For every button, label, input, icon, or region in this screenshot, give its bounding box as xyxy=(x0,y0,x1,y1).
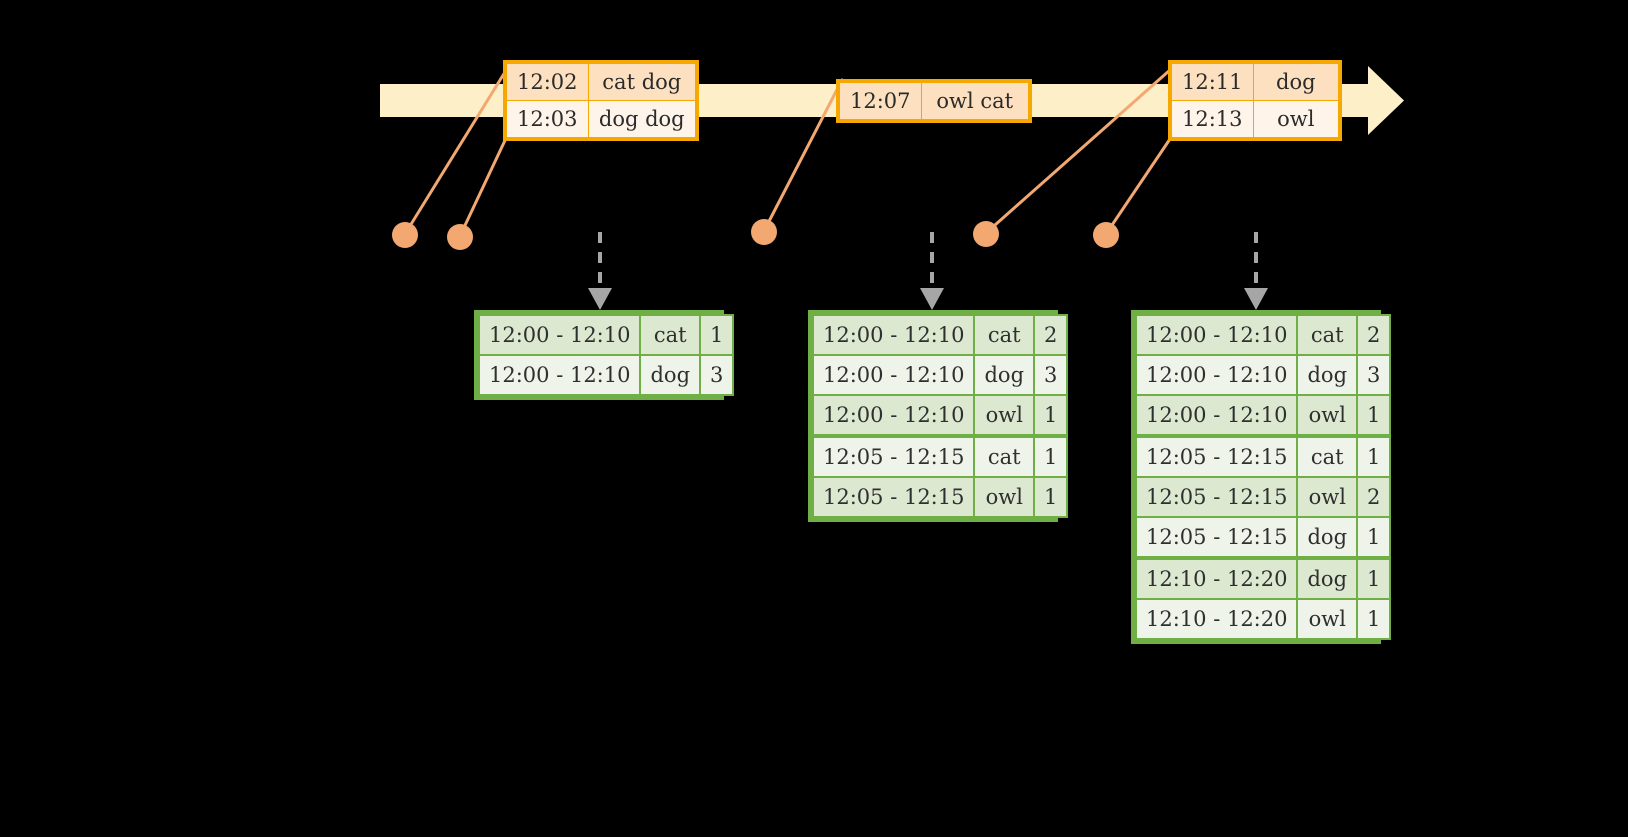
result-count: 3 xyxy=(1356,354,1392,396)
result-key: cat xyxy=(973,314,1036,356)
result-window: 12:10 - 12:20 xyxy=(1134,598,1299,640)
event-payload: owl cat xyxy=(920,82,1030,120)
result-count: 1 xyxy=(1033,394,1069,438)
result-count: 1 xyxy=(1033,476,1069,518)
connector-dot-1 xyxy=(392,222,418,248)
result-window: 12:05 - 12:15 xyxy=(1134,516,1299,560)
event-payload: cat dog xyxy=(587,63,697,101)
result-window: 12:00 - 12:10 xyxy=(811,354,976,396)
connector-dot-2 xyxy=(447,224,473,250)
result-window: 12:05 - 12:15 xyxy=(811,476,976,518)
result-window: 12:00 - 12:10 xyxy=(477,354,642,396)
table-row: 12:05 - 12:15 dog 1 xyxy=(1134,516,1392,560)
table-row: 12:00 - 12:10 dog 3 xyxy=(477,354,735,396)
result-window: 12:05 - 12:15 xyxy=(1134,435,1299,478)
event-row: 12:07 owl cat xyxy=(839,82,1030,120)
table-row: 12:05 - 12:15 owl 2 xyxy=(1134,476,1392,518)
result-count: 1 xyxy=(1356,394,1392,438)
event-time: 12:02 xyxy=(506,63,589,101)
result-key: dog xyxy=(1296,516,1359,560)
result-table-3: 12:00 - 12:10 cat 2 12:00 - 12:10 dog 3 … xyxy=(1131,310,1392,644)
result-window: 12:00 - 12:10 xyxy=(811,314,976,356)
table-row: 12:05 - 12:15 owl 1 xyxy=(811,476,1069,518)
result-key: dog xyxy=(1296,557,1359,600)
result-count: 2 xyxy=(1356,476,1392,518)
result-count: 1 xyxy=(1356,516,1392,560)
connector-dot-3 xyxy=(751,219,777,245)
result-count: 1 xyxy=(699,314,735,356)
result-count: 1 xyxy=(1356,557,1392,600)
result-count: 1 xyxy=(1356,598,1392,640)
result-count: 3 xyxy=(1033,354,1069,396)
table-row: 12:00 - 12:10 owl 1 xyxy=(1134,394,1392,438)
result-count: 3 xyxy=(699,354,735,396)
result-key: owl xyxy=(973,476,1036,518)
result-window: 12:00 - 12:10 xyxy=(1134,394,1299,438)
event-table-3: 12:11 dog 12:13 owl xyxy=(1168,60,1342,141)
result-arrows xyxy=(588,232,1268,310)
result-key: dog xyxy=(973,354,1036,396)
result-count: 1 xyxy=(1356,435,1392,478)
result-window: 12:00 - 12:10 xyxy=(477,314,642,356)
event-time: 12:07 xyxy=(839,82,922,120)
result-window: 12:05 - 12:15 xyxy=(1134,476,1299,518)
event-payload: owl xyxy=(1252,100,1340,138)
table-row: 12:00 - 12:10 cat 2 xyxy=(811,314,1069,356)
table-row: 12:00 - 12:10 dog 3 xyxy=(1134,354,1392,396)
connector-dot-5 xyxy=(1093,222,1119,248)
result-table-1: 12:00 - 12:10 cat 1 12:00 - 12:10 dog 3 xyxy=(474,310,735,400)
result-count: 1 xyxy=(1033,435,1069,478)
event-row: 12:11 dog xyxy=(1171,63,1340,101)
table-row: 12:00 - 12:10 owl 1 xyxy=(811,394,1069,438)
result-window: 12:10 - 12:20 xyxy=(1134,557,1299,600)
table-row: 12:00 - 12:10 cat 2 xyxy=(1134,314,1392,356)
event-row: 12:02 cat dog xyxy=(506,63,697,101)
table-row: 12:05 - 12:15 cat 1 xyxy=(811,435,1069,478)
connector-dot-4 xyxy=(973,221,999,247)
event-table-2: 12:07 owl cat xyxy=(836,79,1032,123)
result-key: owl xyxy=(1296,598,1359,640)
table-row: 12:10 - 12:20 dog 1 xyxy=(1134,557,1392,600)
result-window: 12:05 - 12:15 xyxy=(811,435,976,478)
result-key: owl xyxy=(1296,394,1359,438)
table-row: 12:05 - 12:15 cat 1 xyxy=(1134,435,1392,478)
event-table-1: 12:02 cat dog 12:03 dog dog xyxy=(503,60,699,141)
result-table-2: 12:00 - 12:10 cat 2 12:00 - 12:10 dog 3 … xyxy=(808,310,1069,522)
event-time: 12:13 xyxy=(1171,100,1254,138)
result-key: cat xyxy=(1296,314,1359,356)
table-row: 12:00 - 12:10 cat 1 xyxy=(477,314,735,356)
event-payload: dog dog xyxy=(587,100,697,138)
result-window: 12:00 - 12:10 xyxy=(811,394,976,438)
result-key: cat xyxy=(973,435,1036,478)
event-time: 12:03 xyxy=(506,100,589,138)
result-count: 2 xyxy=(1033,314,1069,356)
result-window: 12:00 - 12:10 xyxy=(1134,354,1299,396)
event-time: 12:11 xyxy=(1171,63,1254,101)
table-row: 12:10 - 12:20 owl 1 xyxy=(1134,598,1392,640)
result-key: dog xyxy=(639,354,702,396)
result-key: cat xyxy=(639,314,702,356)
event-row: 12:03 dog dog xyxy=(506,100,697,138)
table-row: 12:00 - 12:10 dog 3 xyxy=(811,354,1069,396)
result-count: 2 xyxy=(1356,314,1392,356)
event-payload: dog xyxy=(1252,63,1340,101)
result-key: owl xyxy=(1296,476,1359,518)
result-key: dog xyxy=(1296,354,1359,396)
result-key: owl xyxy=(973,394,1036,438)
result-window: 12:00 - 12:10 xyxy=(1134,314,1299,356)
result-key: cat xyxy=(1296,435,1359,478)
event-row: 12:13 owl xyxy=(1171,100,1340,138)
